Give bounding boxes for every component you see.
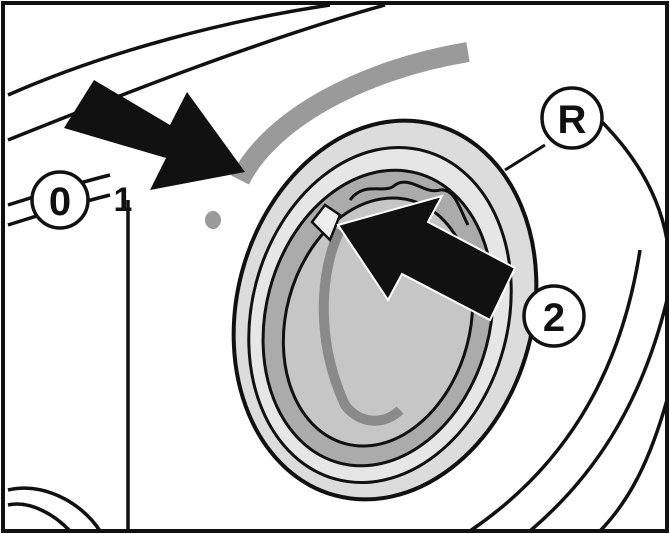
dial-arc-scale — [231, 42, 470, 185]
callout-r-label: R — [558, 98, 587, 142]
panel-corner-curve — [7, 486, 102, 532]
panel-edge-line-2 — [7, 3, 386, 142]
callout-two-label: 2 — [543, 296, 565, 340]
panel-corner-curve-inner — [7, 502, 72, 533]
callout-r-leader — [504, 143, 546, 172]
appliance-panel-lines — [7, 3, 669, 533]
position-one-label: 1 — [114, 181, 133, 219]
arrow-to-knob-pointer — [336, 194, 517, 322]
panel-edge-line-1 — [7, 3, 331, 97]
panel-edge-line-8 — [598, 399, 669, 533]
panel-edge-line-6 — [469, 249, 642, 533]
callout-two: 2 — [522, 284, 586, 348]
callout-r: R — [504, 86, 604, 172]
panel-edge-line-5 — [598, 118, 669, 241]
callout-two-circle — [522, 284, 586, 348]
callout-zero-circle — [30, 170, 90, 230]
knob-grip-teeth — [348, 180, 470, 226]
callout-r-circle — [540, 86, 604, 150]
knob-inner-ring-track — [318, 227, 404, 426]
panel-edge-line-7 — [528, 299, 669, 533]
callout-zero: 0 — [30, 170, 90, 230]
arrow-to-indicator — [64, 80, 245, 190]
callout-zero-label: 0 — [49, 180, 71, 224]
indicator-dot — [205, 211, 221, 229]
knob-pointer-marker — [310, 203, 342, 243]
